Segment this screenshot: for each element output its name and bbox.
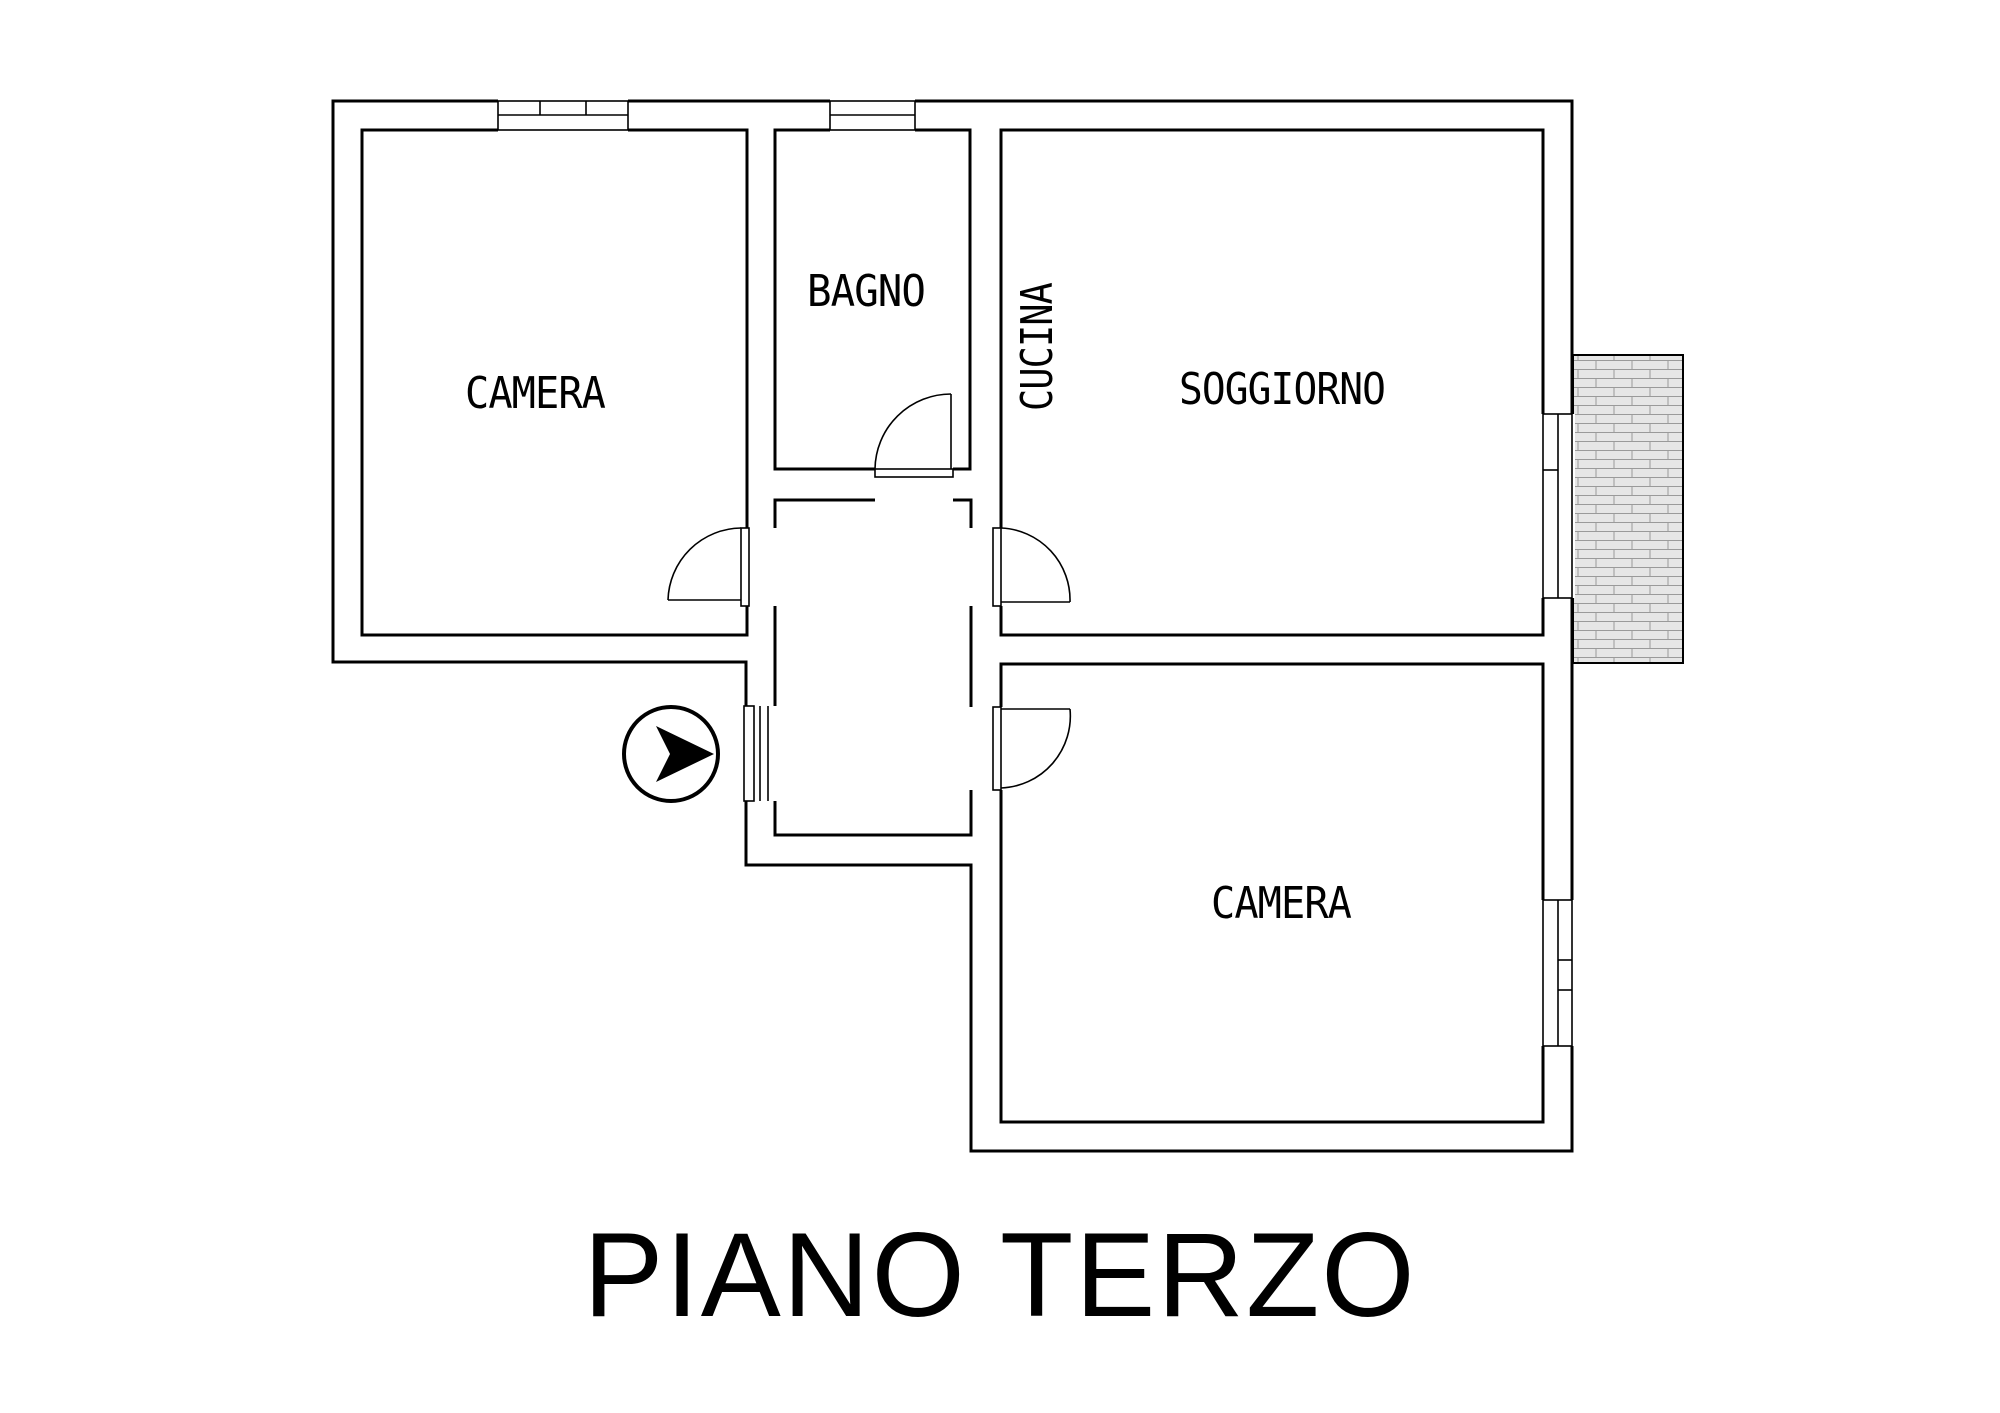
label-camera-top-left: CAMERA: [465, 368, 605, 419]
window-camera-top: [497, 100, 629, 131]
label-camera-bottom-right: CAMERA: [1211, 878, 1351, 929]
label-soggiorno: SOGGIORNO: [1179, 364, 1385, 415]
door-entrance: [743, 705, 769, 802]
openings: [498, 99, 1575, 1046]
label-bagno: BAGNO: [807, 266, 925, 317]
label-cucina: CUCINA: [1012, 283, 1063, 411]
outer-wall: [331, 99, 1574, 1153]
door-camera-top-left: [667, 527, 750, 607]
window-soggiorno: [1542, 413, 1573, 599]
window-camera-bottom: [1542, 899, 1573, 1047]
door-soggiorno: [992, 527, 1071, 607]
balcony: [1572, 354, 1684, 664]
entrance-arrow-icon: [622, 705, 720, 803]
door-camera-bottom-right: [992, 706, 1072, 791]
room-soggiorno-outline: [999, 128, 1545, 637]
corridor-outline: [773, 498, 973, 837]
door-bagno: [874, 393, 954, 478]
room-camera-bottom-right-outline: [999, 662, 1545, 1124]
window-bagno: [829, 100, 916, 131]
floor-title: PIANO TERZO: [583, 1208, 1417, 1342]
